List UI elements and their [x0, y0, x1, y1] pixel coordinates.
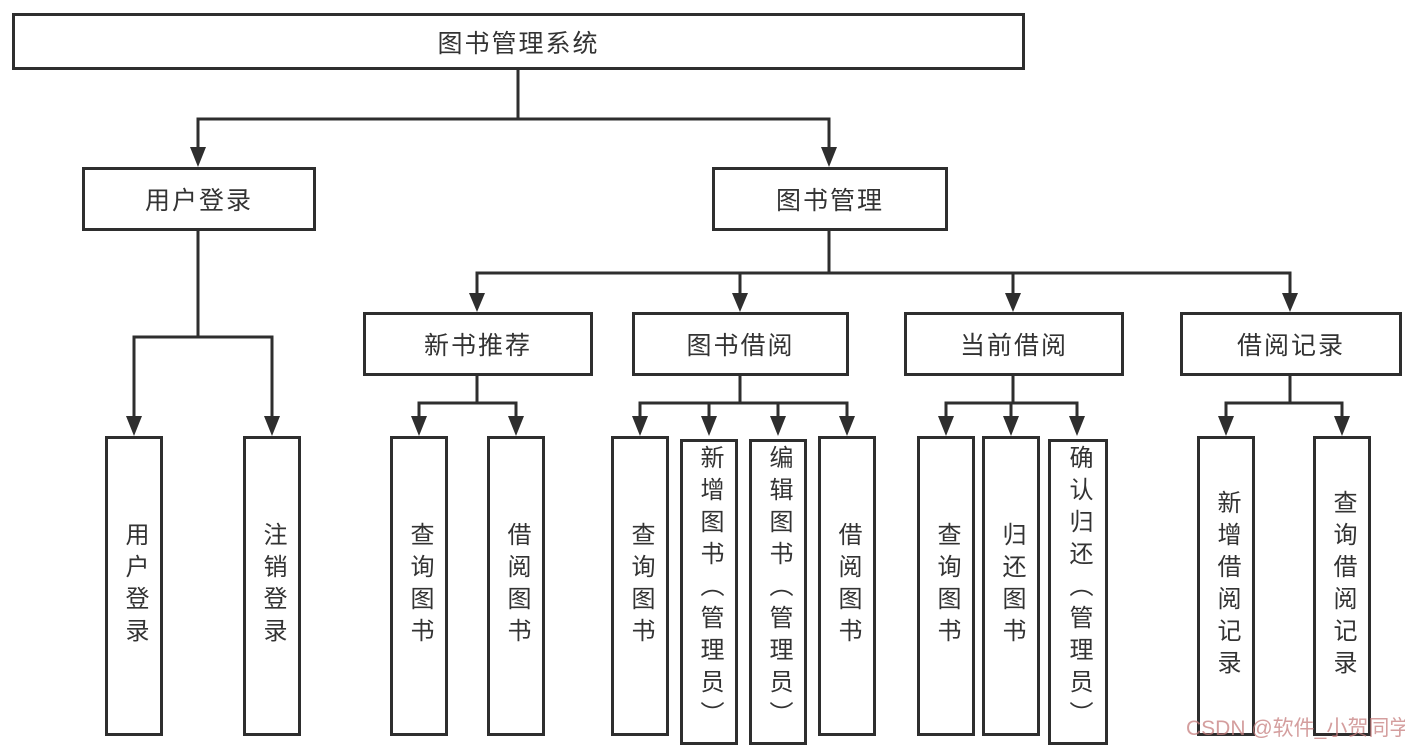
- leaf-borrowing-query-books: 查询图书: [611, 436, 669, 736]
- leaf-user-login: 用户登录: [105, 436, 163, 736]
- leaf-borrowing-borrow-books: 借阅图书: [818, 436, 876, 736]
- leaf-label: 确认归还（管理员）: [1065, 445, 1092, 733]
- csdn-watermark: CSDN @软件_小贺同学: [1186, 717, 1405, 740]
- node-user-login-module: 用户登录: [82, 167, 316, 231]
- node-borrowing-records: 借阅记录: [1180, 312, 1402, 376]
- leaf-label: 归还图书: [998, 522, 1025, 650]
- node-book-management-module: 图书管理: [712, 167, 948, 231]
- node-book-borrowing: 图书借阅: [632, 312, 849, 376]
- leaf-recommend-borrow-books: 借阅图书: [487, 436, 545, 736]
- leaf-label: 用户登录: [121, 522, 148, 650]
- leaf-label: 查询图书: [406, 522, 433, 650]
- leaf-recommend-query-books: 查询图书: [390, 436, 448, 736]
- leaf-add-borrow-record: 新增借阅记录: [1197, 436, 1255, 736]
- leaf-label: 新增图书（管理员）: [696, 445, 723, 733]
- leaf-current-query-books: 查询图书: [917, 436, 975, 736]
- leaf-label: 查询图书: [933, 522, 960, 650]
- leaf-label: 编辑图书（管理员）: [765, 445, 792, 733]
- leaf-query-borrow-record: 查询借阅记录: [1313, 436, 1371, 736]
- leaf-return-books: 归还图书: [982, 436, 1040, 736]
- leaf-logout: 注销登录: [243, 436, 301, 736]
- leaf-edit-books-admin: 编辑图书（管理员）: [749, 439, 807, 745]
- leaf-label: 新增借阅记录: [1213, 490, 1240, 682]
- leaf-add-books-admin: 新增图书（管理员）: [680, 439, 738, 745]
- leaf-label: 借阅图书: [503, 522, 530, 650]
- arrowhead-icons: [126, 147, 1350, 436]
- leaf-label: 注销登录: [259, 522, 286, 650]
- node-new-book-recommend: 新书推荐: [363, 312, 593, 376]
- leaf-confirm-return-admin: 确认归还（管理员）: [1048, 439, 1108, 745]
- leaf-label: 借阅图书: [834, 522, 861, 650]
- leaf-label: 查询图书: [627, 522, 654, 650]
- leaf-label: 查询借阅记录: [1329, 490, 1356, 682]
- node-current-borrowing: 当前借阅: [904, 312, 1124, 376]
- node-library-system: 图书管理系统: [12, 13, 1025, 70]
